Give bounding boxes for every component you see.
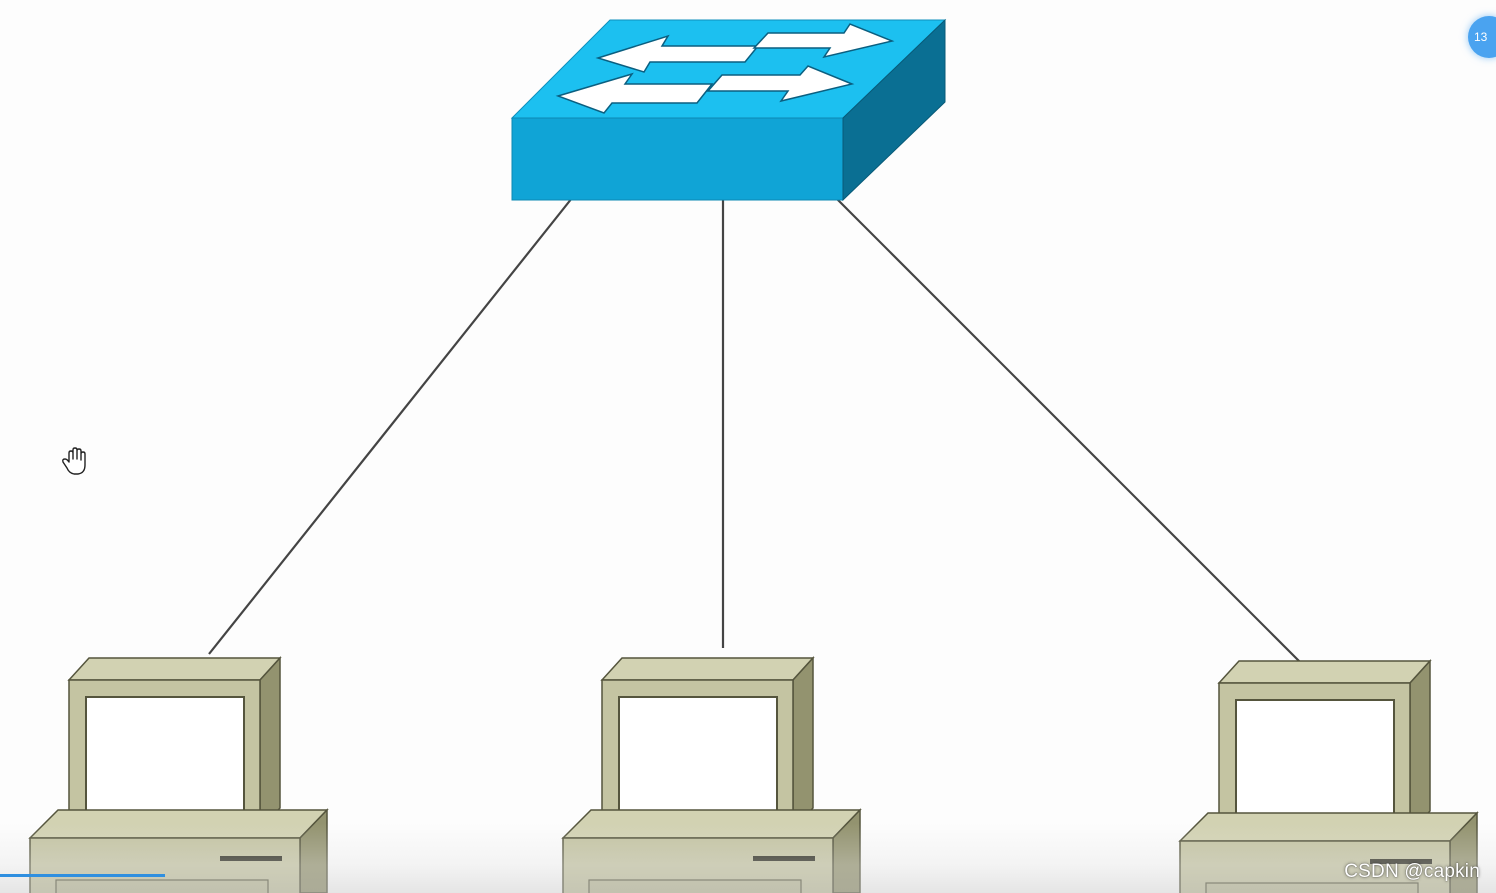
video-progress-bar[interactable] <box>0 874 165 877</box>
links <box>208 183 1305 667</box>
timer-badge-text: 13 <box>1474 30 1488 44</box>
arrow-left-upper <box>595 34 760 73</box>
link-switch-pc-left <box>208 197 573 655</box>
switch-arrows-icon <box>555 23 895 114</box>
computer-icon-middle <box>562 657 861 893</box>
arrow-right-upper <box>752 23 895 59</box>
hand-cursor-icon <box>62 447 86 475</box>
link-switch-pc-right <box>821 183 1305 667</box>
computer-icon-left <box>29 657 328 893</box>
switch-icon <box>510 18 947 202</box>
timer-badge: 13 <box>1468 16 1496 58</box>
arrow-left-lower <box>555 72 714 114</box>
switch-side-face <box>842 18 946 202</box>
switch-front-face <box>511 117 844 201</box>
watermark-text: CSDN @capkin <box>1344 861 1480 882</box>
computer-icon-right <box>1179 660 1478 893</box>
arrow-right-lower <box>706 65 855 103</box>
